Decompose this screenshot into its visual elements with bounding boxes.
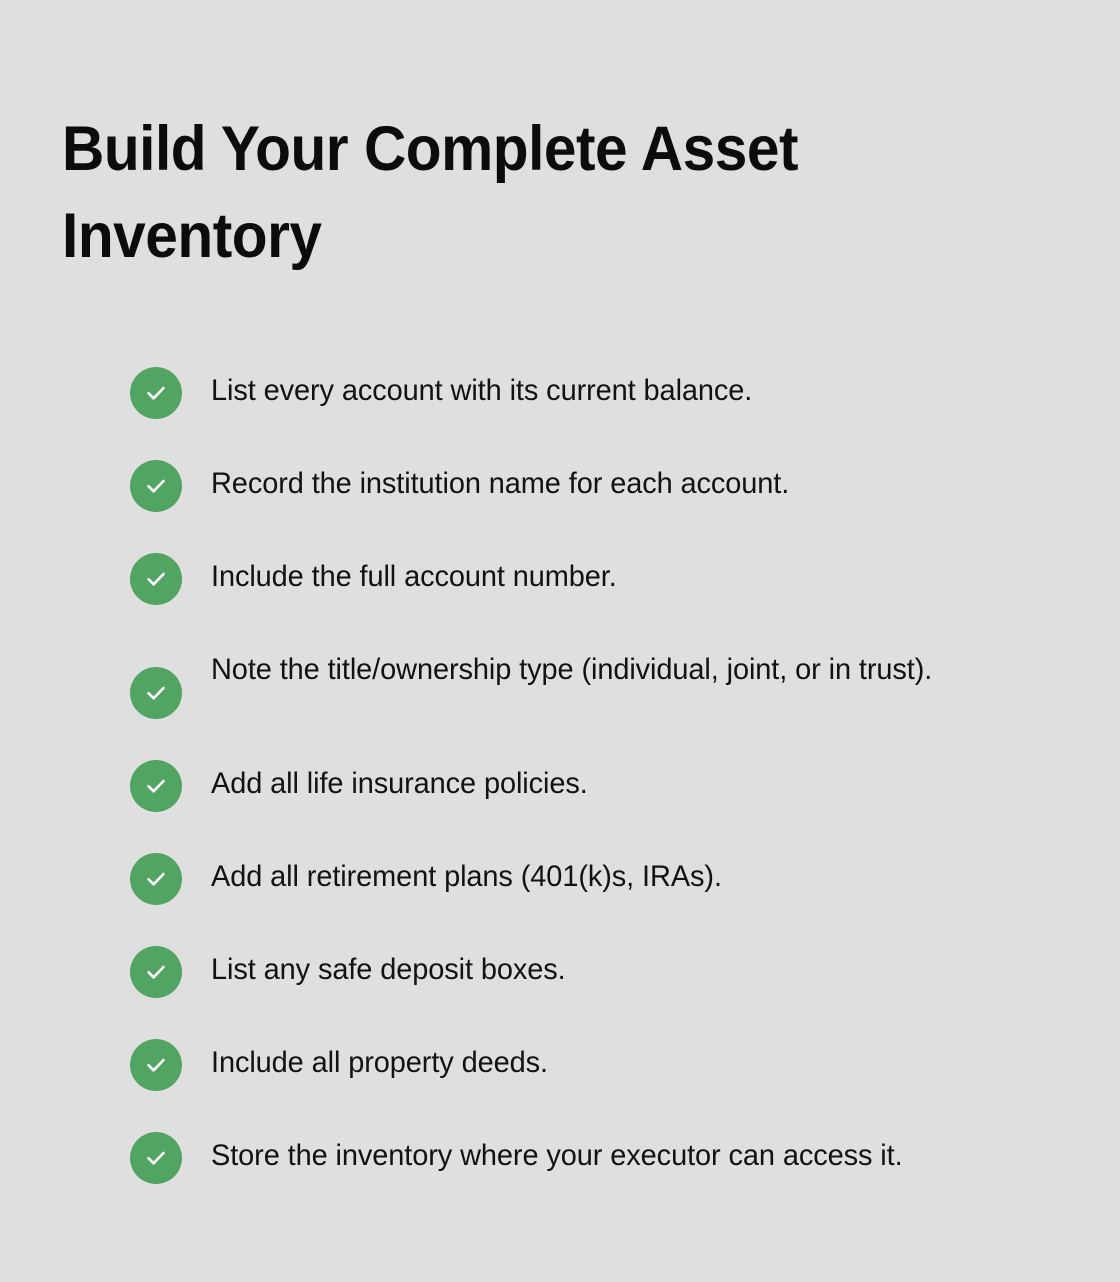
list-item: Include the full account number. xyxy=(130,552,1060,605)
list-item-label: Include the full account number. xyxy=(211,560,617,593)
list-item: Record the institution name for each acc… xyxy=(130,459,1060,512)
list-item-label: List any safe deposit boxes. xyxy=(211,953,566,986)
list-item-label: Include all property deeds. xyxy=(211,1046,548,1079)
check-circle-icon xyxy=(130,667,182,719)
check-circle-icon xyxy=(130,853,182,905)
check-circle-icon xyxy=(130,1132,182,1184)
list-item-label: List every account with its current bala… xyxy=(211,374,753,407)
check-circle-icon xyxy=(130,367,182,419)
list-item-label: Note the title/ownership type (individua… xyxy=(211,653,933,686)
list-item: List any safe deposit boxes. xyxy=(130,945,1060,998)
list-item-label: Add all retirement plans (401(k)s, IRAs)… xyxy=(211,860,722,893)
list-item: Add all retirement plans (401(k)s, IRAs)… xyxy=(130,852,1060,905)
list-item-label: Add all life insurance policies. xyxy=(211,767,588,800)
list-item: Note the title/ownership type (individua… xyxy=(130,645,1060,719)
checklist: List every account with its current bala… xyxy=(130,366,1060,1184)
check-circle-icon xyxy=(130,946,182,998)
check-circle-icon xyxy=(130,460,182,512)
list-item: Include all property deeds. xyxy=(130,1038,1060,1091)
page-title: Build Your Complete Asset Inventory xyxy=(62,114,799,271)
check-circle-icon xyxy=(130,760,182,812)
check-circle-icon xyxy=(130,553,182,605)
list-item-label: Store the inventory where your executor … xyxy=(211,1139,903,1172)
list-item: Store the inventory where your executor … xyxy=(130,1131,1060,1184)
list-item: List every account with its current bala… xyxy=(130,366,1060,419)
check-circle-icon xyxy=(130,1039,182,1091)
list-item-label: Record the institution name for each acc… xyxy=(211,467,790,500)
list-item: Add all life insurance policies. xyxy=(130,759,1060,812)
